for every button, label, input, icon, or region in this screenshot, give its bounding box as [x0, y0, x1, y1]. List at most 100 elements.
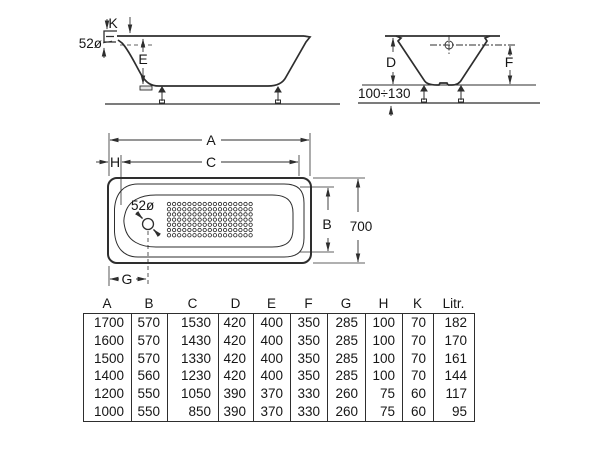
table-cell: 400: [254, 331, 291, 350]
anti-slip-dot: [197, 222, 202, 227]
anti-slip-dot: [212, 227, 218, 233]
anti-slip-dot: [222, 212, 228, 217]
table-cell: 260: [328, 402, 366, 421]
anti-slip-dot: [207, 233, 212, 238]
d-label: D: [386, 54, 396, 70]
anti-slip-dot: [248, 222, 253, 227]
anti-slip-dot: [217, 207, 223, 212]
anti-slip-dot: [177, 222, 182, 227]
table-header-litr: Litr.: [442, 295, 465, 311]
table-header-g: G: [340, 295, 352, 311]
table-cell: 100: [366, 367, 403, 386]
table-cell: 390: [219, 385, 254, 403]
table-cell: 420: [219, 331, 254, 350]
anti-slip-dot: [187, 207, 192, 212]
anti-slip-dot: [192, 217, 197, 222]
side-view-rim-tab: [103, 30, 117, 43]
anti-slip-dot: [202, 222, 207, 227]
table-cell: 1500: [84, 349, 132, 368]
table-cell: 70: [403, 349, 434, 368]
foot-left: [158, 86, 166, 104]
overflow-leader-line: [102, 40, 113, 44]
a-label: A: [206, 132, 216, 148]
anti-slip-dot: [248, 207, 253, 212]
anti-slip-dot: [207, 212, 212, 217]
anti-slip-dot: [187, 233, 192, 238]
table-cell: 550: [132, 402, 168, 421]
anti-slip-dot: [207, 201, 212, 207]
anti-slip-dot: [238, 217, 243, 222]
anti-slip-dot: [248, 227, 253, 233]
h-label: H: [110, 154, 120, 170]
anti-slip-dot: [202, 212, 207, 217]
anti-slip-pattern: [166, 201, 253, 238]
table-cell: 350: [291, 331, 328, 350]
table-cell: 1600: [84, 331, 132, 350]
anti-slip-dot: [202, 217, 207, 222]
k-label: K: [108, 15, 118, 31]
anti-slip-dot: [197, 217, 202, 222]
table-header-a: A: [102, 295, 112, 311]
anti-slip-dot: [192, 207, 197, 212]
anti-slip-dot: [238, 207, 243, 212]
table-cell: 550: [132, 385, 168, 403]
anti-slip-dot: [177, 233, 182, 238]
anti-slip-dot: [192, 233, 197, 238]
anti-slip-dot: [233, 217, 238, 222]
anti-slip-dot: [171, 212, 177, 217]
anti-slip-dot: [197, 207, 202, 212]
anti-slip-dot: [166, 201, 172, 207]
f-label: F: [505, 54, 514, 70]
tub-floor-contour: [123, 194, 294, 248]
anti-slip-dot: [202, 233, 207, 238]
anti-slip-dot: [222, 222, 228, 227]
anti-slip-dot: [233, 222, 238, 227]
anti-slip-dot: [171, 207, 177, 212]
anti-slip-dot: [228, 207, 233, 212]
table-cell: 420: [219, 349, 254, 368]
anti-slip-dot: [233, 212, 238, 217]
anti-slip-dot: [202, 207, 207, 212]
anti-slip-dot: [233, 201, 238, 207]
end-foot-left: [420, 85, 428, 103]
table-cell: 285: [328, 349, 366, 368]
anti-slip-dot: [177, 201, 182, 207]
table-cell: 1430: [168, 331, 219, 350]
table-cell: 95: [434, 402, 475, 421]
anti-slip-dot: [207, 222, 212, 227]
anti-slip-dot: [192, 201, 197, 207]
drain-fitting: [139, 85, 153, 91]
anti-slip-dot: [243, 217, 248, 222]
anti-slip-dot: [243, 227, 248, 233]
anti-slip-dot: [182, 222, 187, 227]
table-cell: 570: [132, 314, 168, 332]
table-cell: 420: [219, 367, 254, 386]
table-cell: 100: [366, 331, 403, 350]
table-cell: 285: [328, 367, 366, 386]
anti-slip-dot: [217, 217, 223, 222]
table-cell: 350: [291, 314, 328, 332]
table-cell: 170: [434, 331, 475, 350]
side-view: [101, 17, 340, 105]
anti-slip-dot: [222, 201, 228, 207]
table-header-f: F: [304, 295, 313, 311]
b-label: B: [322, 216, 331, 232]
anti-slip-dot: [248, 217, 253, 222]
table-header-e: E: [266, 295, 276, 311]
table-cell: 75: [366, 402, 403, 421]
table-header-d: D: [230, 295, 241, 311]
anti-slip-dot: [233, 233, 238, 238]
table-cell: 70: [403, 314, 434, 332]
table-cell: 1050: [168, 385, 219, 403]
table-cell: 1000: [84, 402, 132, 421]
table-cell: 400: [254, 314, 291, 332]
c-label: C: [206, 154, 216, 170]
table-cell: 400: [254, 367, 291, 386]
table-cell: 60: [403, 385, 434, 403]
table-cell: 1330: [168, 349, 219, 368]
anti-slip-dot: [197, 212, 202, 217]
anti-slip-dot: [171, 222, 177, 227]
table-cell: 70: [403, 367, 434, 386]
table-cell: 60: [403, 402, 434, 421]
anti-slip-dot: [182, 227, 187, 233]
